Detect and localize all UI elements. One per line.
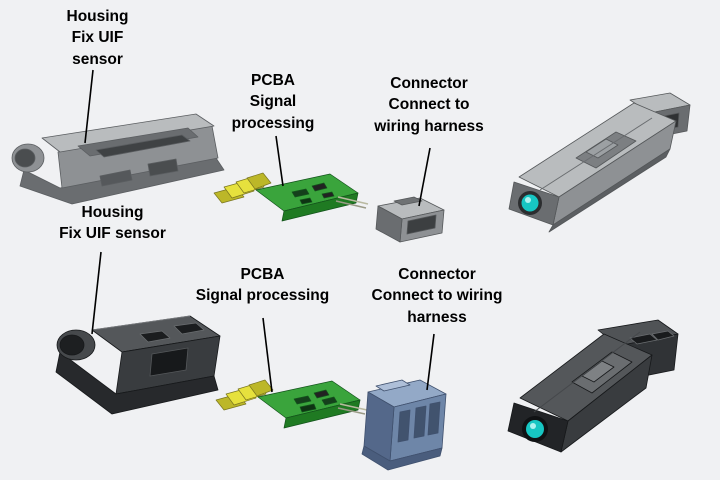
- connector-blue-part: [361, 379, 447, 471]
- assembled-sensor-black-part: [507, 319, 679, 453]
- label-connector-black: Connector Connect to wiring harness: [371, 266, 503, 326]
- assembled-sensor-gray-part: [508, 92, 691, 233]
- connector-gray-part: [375, 196, 445, 243]
- leader-line-housing-top: [84, 69, 94, 144]
- label-housing-black: Housing Fix UIF sensor: [59, 204, 166, 243]
- leader-lines: [84, 69, 435, 393]
- pcba-black-variant-part: [215, 379, 368, 429]
- leader-line-pcba-top: [275, 135, 284, 187]
- housing-black-part: [55, 315, 221, 415]
- label-connector-gray: Connector Connect to wiring harness: [374, 75, 484, 135]
- pcba-gray-part: [213, 172, 369, 222]
- label-housing-gray: Housing Fix UIF sensor: [66, 8, 129, 68]
- housing-gray-part: [11, 113, 225, 205]
- leader-line-connector-top: [418, 147, 431, 207]
- sensor-nose-gray-icon: [11, 143, 45, 173]
- sensor-lens-gray-icon: [518, 191, 542, 215]
- sensor-lens-black-icon: [522, 416, 548, 442]
- label-pcba-black: PCBA Signal processing: [195, 266, 330, 305]
- pcba-pins-icon: [335, 196, 369, 209]
- leader-line-pcba-bottom: [262, 317, 273, 393]
- label-pcba-gray: PCBA Signal processing: [231, 72, 315, 132]
- pcba-pins-icon: [337, 403, 368, 415]
- leader-line-connector-bottom: [426, 333, 435, 391]
- sensor-nose-black-icon: [56, 329, 96, 361]
- leader-line-housing-bottom: [91, 251, 102, 335]
